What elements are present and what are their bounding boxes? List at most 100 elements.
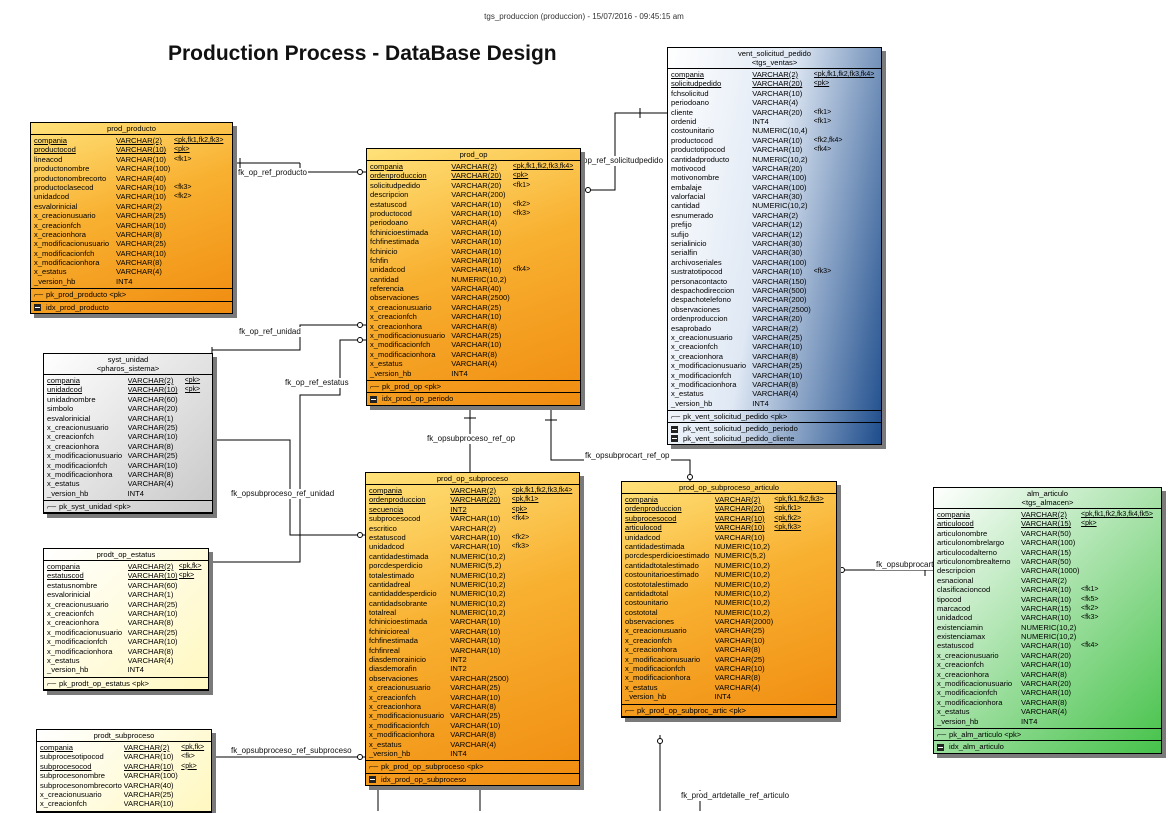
field-name: productotipocod	[671, 145, 726, 155]
field-type: VARCHAR(4)	[714, 682, 761, 692]
field-type: VARCHAR(2500)	[450, 673, 509, 683]
field-name: solicitudpedido	[671, 79, 722, 89]
key-row: ⌐─pk_prod_op_subproceso <pk>	[366, 762, 579, 771]
field-type: VARCHAR(10)	[127, 571, 178, 581]
field-name: motivonombre	[671, 173, 720, 183]
field-type: VARCHAR(10)	[116, 154, 167, 164]
field-key	[814, 352, 881, 361]
field-type: VARCHAR(50)	[1021, 556, 1072, 566]
line-fk_opsubproceso_ref_unidad	[211, 434, 366, 536]
field-type: VARCHAR(25)	[116, 239, 167, 249]
field-key	[512, 674, 579, 683]
field-name: subprocesocod	[625, 513, 677, 523]
field-name: x_creacionfch	[369, 692, 416, 702]
field-type: VARCHAR(10)	[714, 532, 765, 542]
field-name: serialinicio	[671, 239, 707, 249]
field-type: NUMERIC(10,2)	[714, 598, 770, 608]
field-type: VARCHAR(10)	[450, 720, 501, 730]
field-key: <fk1>	[813, 117, 832, 125]
field-key	[513, 190, 580, 199]
field-type: VARCHAR(100)	[123, 771, 178, 781]
field-type: VARCHAR(40)	[451, 284, 502, 294]
field-key	[774, 636, 836, 645]
key-name: pk_prod_op_subproceso <pk>	[381, 762, 484, 772]
field-name: _version_hb	[937, 716, 979, 726]
field-key	[1081, 566, 1161, 575]
rel-label: fk_prod_artdetalle_ref_articulo	[680, 791, 791, 801]
field-type: VARCHAR(500)	[752, 285, 807, 295]
field-key: <pk>	[178, 572, 195, 580]
field-name: cantidad	[671, 201, 700, 211]
field-type: VARCHAR(4)	[752, 389, 799, 399]
field-key	[814, 380, 881, 389]
field-name: subprocesotipocod	[40, 752, 104, 762]
field-name: x_creacionusuario	[40, 789, 102, 799]
field-type: VARCHAR(4)	[127, 655, 174, 665]
index-name: idx_prod_op_subproceso	[381, 774, 467, 784]
field-type: VARCHAR(25)	[127, 422, 178, 432]
field-type: INT4	[1021, 716, 1038, 726]
field-key	[512, 617, 579, 626]
field-type: VARCHAR(2)	[1021, 575, 1067, 585]
entity-vent_solicitud_pedido[interactable]: vent_solicitud_pedido<tgs_ventas>compani…	[667, 47, 882, 446]
field-key: <pk,fk2>	[774, 514, 802, 522]
entity-keys: ⌐─pk_prod_op_subproceso <pk>	[366, 761, 579, 774]
entity-schema: <tgs_almacen>	[1021, 498, 1074, 507]
field-key: <fk2>	[511, 533, 530, 541]
field-type: NUMERIC(10,2)	[752, 154, 808, 164]
field-name: x_estatus	[370, 359, 403, 369]
field-type: VARCHAR(8)	[450, 730, 497, 740]
field-name: x_estatus	[937, 707, 970, 717]
field-name: articulonombre	[937, 528, 988, 538]
field-type: VARCHAR(4)	[752, 98, 799, 108]
field-key	[814, 277, 881, 286]
field-key	[814, 333, 881, 342]
field-key	[814, 220, 881, 229]
field-type: VARCHAR(40)	[123, 780, 174, 790]
field-type: VARCHAR(25)	[752, 361, 803, 371]
field-name: fchfinreal	[369, 645, 400, 655]
field-name: compania	[369, 486, 402, 495]
field-name: x_creacionhora	[625, 645, 677, 655]
field-key	[1081, 651, 1161, 660]
field-type: VARCHAR(2)	[752, 323, 799, 333]
field-key: <pk,fk1,fk2,fk3,fk4>	[813, 71, 875, 78]
field-name: solicitudpedido	[370, 180, 421, 190]
rel-label: fk_opsubprocart	[875, 560, 935, 570]
field-type: VARCHAR(2500)	[451, 293, 510, 303]
